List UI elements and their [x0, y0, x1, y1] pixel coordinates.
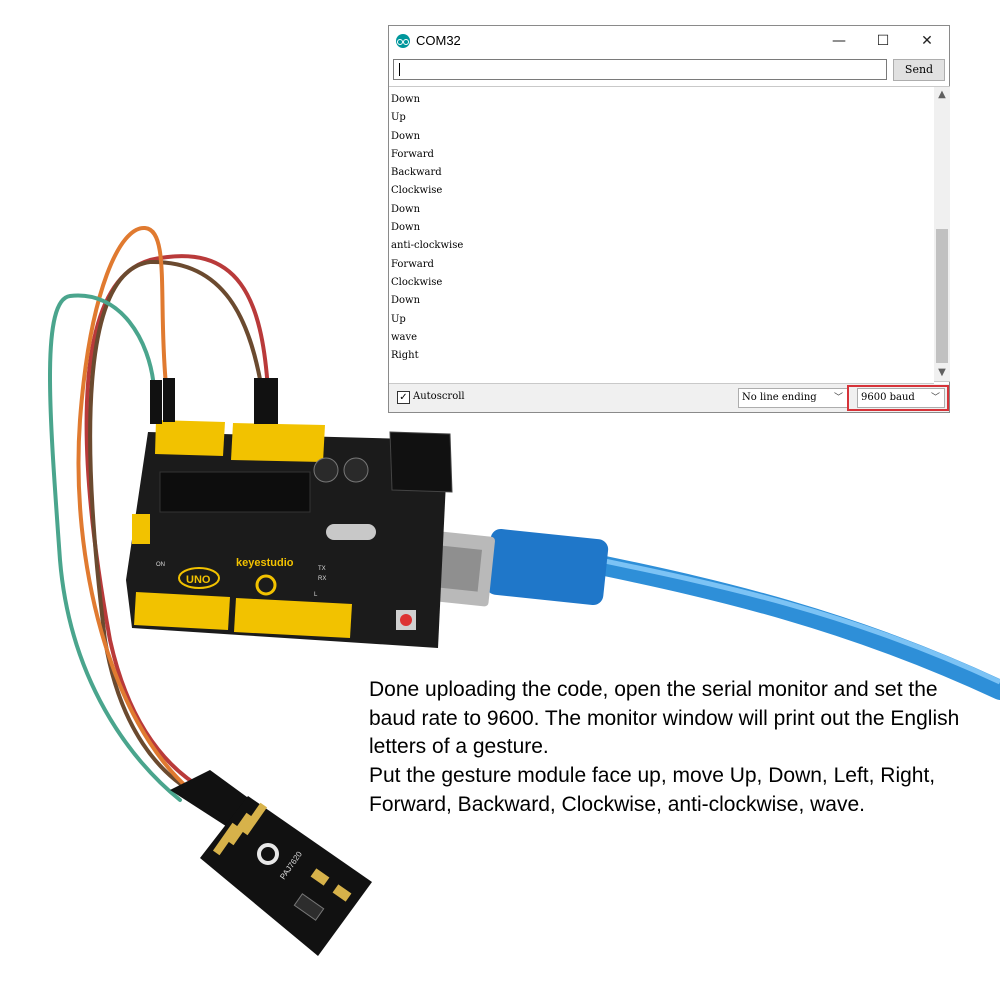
usb-cable	[590, 555, 1000, 700]
output-line: Backward	[391, 167, 442, 179]
output-line: Clockwise	[391, 276, 443, 288]
send-button[interactable]: Send	[893, 59, 945, 81]
scroll-thumb[interactable]	[936, 229, 948, 363]
board-model-label: UNO	[186, 574, 211, 586]
maximize-button[interactable]: ☐	[876, 33, 890, 49]
serial-monitor-window: COM32 — ☐ ✕ Send Down Up Down Forward Ba…	[388, 25, 950, 413]
baud-rate-select[interactable]: 9600 baud ﹀	[857, 388, 945, 408]
output-line: Right	[391, 350, 419, 362]
line-ending-select[interactable]: No line ending ﹀	[738, 388, 848, 408]
board-brand-label: keyestudio	[236, 557, 294, 569]
output-line: Down	[391, 222, 421, 234]
output-line: Down	[391, 94, 421, 105]
instruction-paragraph-1: Done uploading the code, open the serial…	[369, 678, 960, 759]
line-ending-value: No line ending	[742, 392, 817, 403]
board-on-label: ON	[156, 562, 165, 568]
close-button[interactable]: ✕	[921, 33, 933, 49]
arduino-icon	[396, 34, 410, 48]
window-title: COM32	[416, 33, 461, 48]
output-line: wave	[391, 331, 418, 343]
board-l-label: L	[314, 592, 318, 598]
usb-plug	[485, 529, 609, 605]
vertical-scrollbar[interactable]: ▲ ▼	[934, 86, 950, 382]
baud-highlight-box	[847, 385, 949, 411]
chevron-down-icon: ﹀	[833, 393, 843, 403]
output-line: Forward	[391, 148, 434, 160]
output-line: anti-clockwise	[391, 240, 464, 252]
arduino-board: UNO keyestudio TX RX ON L	[126, 420, 453, 648]
output-line: Forward	[391, 258, 434, 270]
autoscroll-label: Autoscroll	[413, 391, 465, 402]
jumper-wires	[48, 226, 278, 802]
scroll-down-icon[interactable]: ▼	[938, 367, 946, 378]
text-caret	[399, 63, 400, 76]
output-line: Down	[391, 295, 421, 307]
output-line: Clockwise	[391, 185, 443, 197]
title-bar: COM32 — ☐ ✕	[389, 26, 949, 56]
output-line: Up	[391, 112, 406, 124]
instructions: Done uploading the code, open the serial…	[369, 676, 979, 820]
autoscroll-checkbox[interactable]: ✓	[397, 391, 410, 404]
instruction-paragraph-2: Put the gesture module face up, move Up,…	[369, 764, 936, 816]
bottom-toolbar: ✓ Autoscroll No line ending ﹀ 9600 baud …	[389, 384, 949, 412]
output-line: Down	[391, 130, 421, 142]
scroll-up-icon[interactable]: ▲	[938, 89, 946, 100]
board-rx-label: RX	[318, 576, 326, 582]
serial-input[interactable]	[393, 59, 887, 80]
output-line: Down	[391, 203, 421, 215]
output-lines: Down Up Down Forward Backward Clockwise …	[389, 87, 934, 365]
baud-rate-value: 9600 baud	[861, 392, 915, 403]
serial-output[interactable]: Down Up Down Forward Backward Clockwise …	[389, 86, 934, 384]
output-line: Up	[391, 313, 406, 325]
chevron-down-icon: ﹀	[930, 393, 940, 403]
minimize-button[interactable]: —	[832, 33, 846, 49]
board-tx-label: TX	[318, 566, 326, 572]
gesture-module: PAJ7620	[170, 770, 372, 956]
